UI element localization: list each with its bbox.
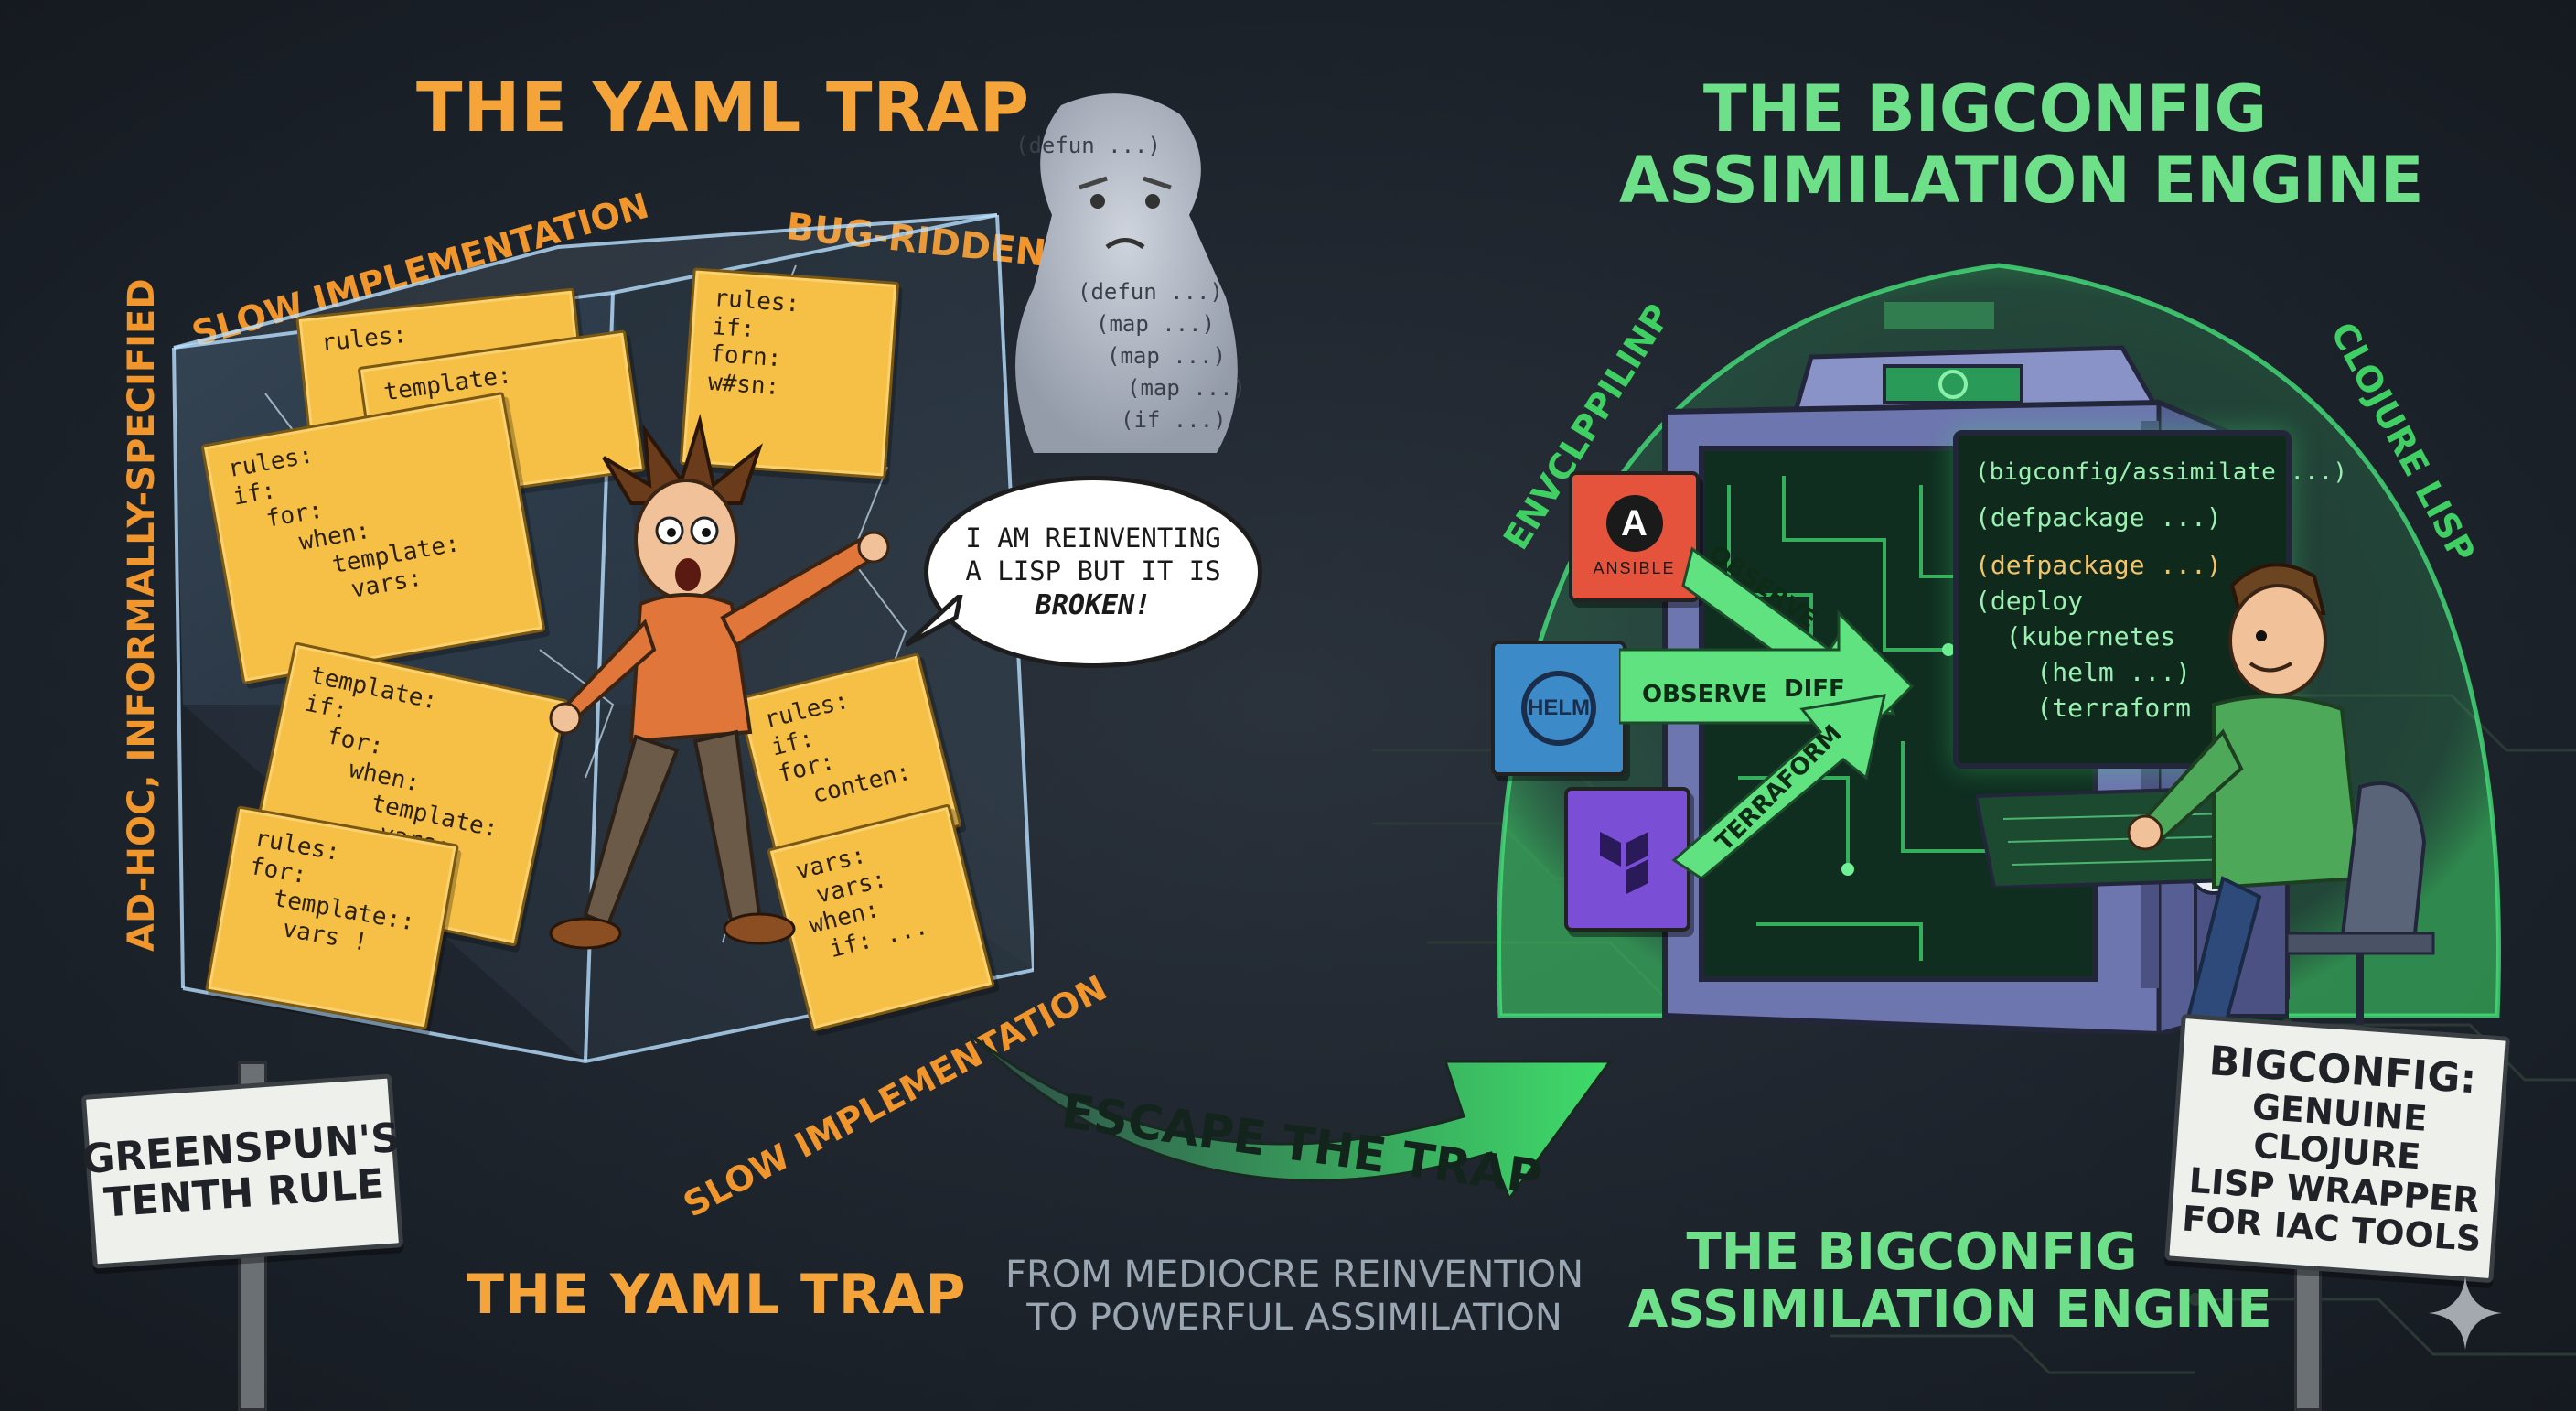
transition-subtitle-line-1: FROM MEDIOCRE REINVENTION bbox=[1004, 1254, 1584, 1296]
ghost-body-code-5: (if ...) bbox=[1121, 407, 1227, 433]
terraform-logo-icon bbox=[1600, 832, 1648, 894]
ansible-logo-icon: A bbox=[1605, 495, 1663, 552]
speech-line-2: A LISP BUT IT IS bbox=[965, 555, 1221, 587]
terminal-line-4: (deploy bbox=[1975, 585, 2084, 616]
terminal-line-3: (defpackage ...) bbox=[1975, 549, 2222, 580]
terminal-line-6: (helm ...) bbox=[1975, 657, 2192, 688]
lisp-ghost-illustration bbox=[1015, 93, 1238, 453]
speech-bubble: I AM REINVENTING A LISP BUT IT IS BROKEN… bbox=[924, 476, 1262, 668]
arrow-label-observe-2: OBSERVE bbox=[1642, 681, 1767, 708]
terminal-line-2: (defpackage ...) bbox=[1975, 502, 2222, 533]
greenspun-sign: GREENSPUN'S TENTH RULE bbox=[80, 1073, 404, 1269]
bigconfig-title-top-line-2: ASSIMILATION ENGINE bbox=[1619, 143, 2424, 219]
yaml-folder-text: rules: if: for: when: template: vars: bbox=[226, 441, 462, 622]
bigconfig-title-top: THE BIGCONFIG ASSIMILATION ENGINE bbox=[1619, 71, 2424, 219]
arrow-label-diff: DIFF bbox=[1784, 675, 1845, 703]
yaml-trap-title-bottom: THE YAML TRAP bbox=[467, 1263, 967, 1327]
sparkle-icon bbox=[2429, 1276, 2502, 1350]
bigconfig-title-top-line-1: THE BIGCONFIG bbox=[1702, 71, 2268, 146]
yaml-trap-title-top: THE YAML TRAP bbox=[416, 69, 1031, 147]
terminal-screen: (bigconfig/assimilate ...) (defpackage .… bbox=[1953, 430, 2347, 769]
happy-developer-illustration bbox=[2127, 563, 2435, 1038]
yaml-folder: rules: for: template:: vars ! bbox=[204, 805, 460, 1030]
speech-line-3: BROKEN! bbox=[1035, 588, 1152, 621]
yaml-folder-text: rules: for: template:: vars ! bbox=[238, 824, 417, 957]
yaml-folder-text: rules: if: forn: w#sn: bbox=[707, 285, 801, 402]
transition-subtitle-line-2: TO POWERFUL ASSIMILATION bbox=[1026, 1297, 1562, 1340]
escape-arrow bbox=[968, 1032, 1613, 1202]
helm-wheel-icon: HELM bbox=[1521, 671, 1596, 746]
terminal-line-5: (kubernetes bbox=[1975, 620, 2176, 652]
ansible-tile: A ANSIBLE bbox=[1569, 471, 1700, 602]
terminal-line-1: (bigconfig/assimilate ...) bbox=[1975, 458, 2347, 486]
bigconfig-title-bottom-line-2: ASSIMILATION ENGINE bbox=[1628, 1279, 2272, 1340]
ghost-body-code-4: (map ...) bbox=[1127, 375, 1247, 401]
transition-subtitle: FROM MEDIOCRE REINVENTION TO POWERFUL AS… bbox=[988, 1254, 1601, 1340]
bigconfig-title-bottom: THE BIGCONFIG ASSIMILATION ENGINE bbox=[1628, 1223, 2272, 1340]
helm-label: HELM bbox=[1528, 695, 1590, 720]
speech-line-1: I AM REINVENTING bbox=[965, 522, 1221, 554]
speech-bubble-tail bbox=[906, 595, 963, 648]
ghost-head-code: (defun ...) bbox=[1015, 133, 1161, 158]
bigconfig-sign: BIGCONFIG: GENUINE CLOJURE LISP WRAPPER … bbox=[2164, 1013, 2510, 1284]
terraform-tile bbox=[1564, 787, 1690, 932]
frustrated-developer-illustration bbox=[549, 414, 890, 950]
helm-tile: HELM bbox=[1491, 641, 1626, 776]
ghost-body-code-2: (map ...) bbox=[1096, 311, 1216, 337]
ansible-label: ANSIBLE bbox=[1593, 559, 1676, 577]
ghost-body-code-3: (map ...) bbox=[1107, 343, 1227, 369]
bigconfig-title-bottom-line-1: THE BIGCONFIG bbox=[1686, 1223, 2138, 1282]
yaml-folder-text: rules: bbox=[319, 320, 409, 358]
assimilation-arrows bbox=[1619, 546, 1915, 878]
ghost-body-code-1: (defun ...) bbox=[1078, 279, 1223, 305]
